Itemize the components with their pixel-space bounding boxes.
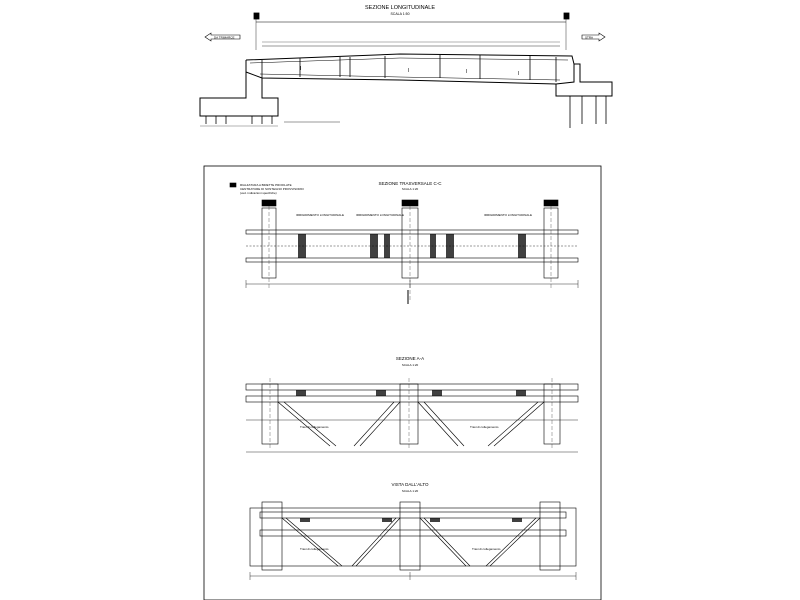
top-view-column-left [261,501,283,571]
top-view-column-right [539,501,561,571]
column-right [543,199,559,290]
bracing-label-top-left: Travi di collegamento [300,547,329,551]
legend-line-2: CENTRATURE DI SOSTEGNO PROVVISORIO [240,187,304,191]
longitudinal-scale: SCALA 1:50 [390,12,409,16]
column-left [261,199,277,290]
svg-text:I: I [300,66,301,72]
bridge-girder: I I I I [245,53,575,85]
svg-text:I: I [518,71,519,77]
cross-section-c: SEZIONE TRASVERSALE C-C SCALA 1:20 RIALZ… [229,181,579,304]
direction-left-label: DA TRIMARCE [214,36,234,40]
axis-marker-left [253,12,260,20]
stiffener-label-right: IRRIGIDIMENTO LONGITUDINALE [484,213,532,217]
section-a-bracing [277,401,545,447]
top-view-stiffeners [300,518,522,522]
bracing-label-a-left: Travi di collegamento [300,425,329,429]
stiffener-groups [298,234,526,258]
legend-box: RIALZATURA A BIRETTE PROFILATE CENTRATUR… [229,182,304,195]
section-a-column-left [261,378,279,450]
top-view-title: VISTA DALL'ALTO [391,482,429,487]
section-a-scale: SCALA 1:20 [402,363,419,367]
direction-right-label: STRA [585,36,593,40]
right-abutment [555,63,613,128]
stiffener-label-middle: IRRIGIDIMENTO LONGITUDINALE [356,213,404,217]
top-view: VISTA DALL'ALTO SCALA 1:20 [249,482,577,580]
legend-line-3: (ved. indicazioni specifiche) [240,191,277,195]
section-a-column-right [543,378,561,450]
bracing-label-top-right: Travi di collegamento [472,547,501,551]
top-view-bracing [281,517,541,567]
section-a: SEZIONE A-A SCALA 1:20 [245,356,579,453]
sheet-frame [203,165,602,600]
top-view-scale: SCALA 1:20 [402,489,419,493]
axis-marker-right [563,12,570,20]
cross-c-title: SEZIONE TRASVERSALE C-C [379,181,443,186]
column-middle [401,199,419,300]
left-abutment [199,60,279,127]
top-view-column-middle [399,501,421,571]
svg-text:I: I [408,68,409,74]
direction-arrow-right: STRA [581,32,606,42]
stiffener-label-left: IRRIGIDIMENTO LONGITUDINALE [296,213,344,217]
section-a-column-middle [399,378,419,450]
section-a-stiffeners [296,390,526,396]
direction-arrow-left: DA TRIMARCE [204,32,241,42]
legend-line-1: RIALZATURA A BIRETTE PROFILATE [240,183,292,187]
bracing-label-a-right: Travi di collegamento [470,425,499,429]
cross-c-scale: SCALA 1:20 [402,187,419,191]
longitudinal-section: SEZIONE LONGITUDINALE SCALA 1:50 DA TRIM… [199,5,613,128]
svg-text:I: I [466,69,467,75]
longitudinal-title: SEZIONE LONGITUDINALE [365,5,435,11]
section-a-title: SEZIONE A-A [396,356,424,361]
